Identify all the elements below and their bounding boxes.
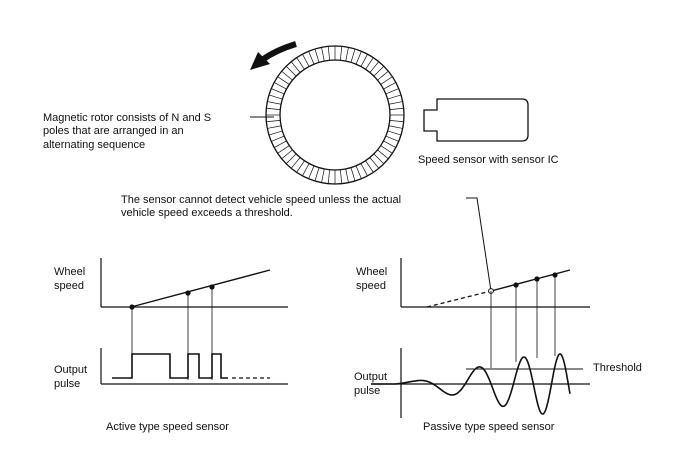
rotor-pole-tick [267, 125, 282, 129]
rotor-pole-tick [271, 88, 285, 95]
rotor-label-line-2: poles that are arranged in an [43, 125, 184, 137]
rotor-pole-tick [365, 160, 374, 173]
passive-wheel-label-1: Wheel [356, 266, 387, 278]
rotor-pole-tick [308, 165, 315, 179]
rotor-pole-tick [350, 48, 356, 63]
rotor-pole-tick [285, 65, 297, 77]
rotor-pole-tick [273, 82, 287, 90]
rotor-pole-tick [271, 135, 285, 142]
rotor-pole-tick [273, 140, 287, 148]
active-wheel-label-2: speed [54, 280, 84, 292]
passive-sine-waveform [371, 353, 571, 415]
rotor-pole-tick [383, 140, 397, 148]
threshold-note: The sensor cannot detect vehicle speed u… [121, 194, 401, 219]
rotor-pole-tick [387, 130, 402, 136]
active-output-label-2: pulse [54, 378, 80, 390]
active-caption: Active type speed sensor [106, 421, 229, 433]
speed-sensor-shape [423, 98, 529, 142]
rotor-pole-tick [345, 168, 349, 183]
rotor-pole-tick [360, 53, 368, 67]
rotor-pole-tick [268, 94, 283, 100]
passive-sensor-panel: Wheel speed Output pulse Threshold Passi… [354, 258, 642, 433]
rotor-pole-tick [385, 135, 399, 142]
rotor-pole-tick [385, 88, 399, 95]
active-output-label-1: Output [54, 364, 87, 376]
rotor-pole-tick [365, 57, 374, 70]
threshold-label: Threshold [593, 362, 642, 374]
rotor-pole-tick [302, 53, 310, 67]
rotor-pole-tick [314, 48, 320, 63]
passive-output-label-2: pulse [354, 385, 380, 397]
note-leader-line [466, 197, 492, 292]
rotor-pole-tick [388, 101, 403, 105]
rotor-label: Magnetic rotor consists of N and S poles… [43, 112, 211, 151]
rotor-label-line-3: alternating sequence [43, 139, 145, 151]
curved-rotation-arrow-icon [250, 41, 297, 70]
note-line-2: vehicle speed exceeds a threshold. [121, 207, 293, 219]
rotor-pole-tick [266, 120, 281, 123]
rotor-pole-tick [377, 70, 389, 81]
rotor-label-line-1: Magnetic rotor consists of N and S [43, 112, 211, 124]
rotor-pole-tick [387, 94, 402, 100]
sensor-label: Speed sensor with sensor IC [418, 154, 559, 166]
rotor-pole-tick [377, 149, 389, 160]
rotor-pole-tick [373, 153, 385, 165]
rotor-pole-tick [369, 61, 380, 73]
rotor-pole-tick [373, 65, 385, 77]
rotor-pole-tick [285, 153, 297, 165]
passive-output-label-1: Output [354, 371, 387, 383]
rotor-pole-tick [290, 61, 301, 73]
rotor-pole-tick [340, 169, 343, 184]
active-pulse-waveform [112, 353, 228, 379]
rotor-pole-tick [281, 149, 293, 160]
rotor-pole-tick [321, 168, 325, 183]
active-wheel-label-1: Wheel [54, 266, 85, 278]
passive-wheel-label-2: speed [356, 280, 386, 292]
rotor-pole-tick [302, 163, 310, 177]
passive-speed-dashed [426, 290, 492, 308]
rotor-pole-tick [380, 76, 393, 85]
note-line-1: The sensor cannot detect vehicle speed u… [121, 194, 401, 206]
active-speed-line [130, 269, 271, 308]
rotor-pole-tick [321, 47, 325, 62]
passive-caption: Passive type speed sensor [423, 421, 555, 433]
rotor-pole-tick [389, 107, 404, 110]
rotor-pole-tick [355, 51, 362, 65]
rotor-pole-ticks [266, 46, 404, 184]
rotor-pole-tick [360, 163, 368, 177]
rotor-pole-tick [383, 82, 397, 90]
rotor-pole-tick [327, 46, 330, 61]
rotor-pole-tick [296, 57, 305, 70]
rotor-pole-tick [268, 130, 283, 136]
rotor-pole-tick [345, 47, 349, 62]
rotor-pole-tick [277, 76, 290, 85]
rotor-pole-tick [296, 160, 305, 173]
rotor-pole-tick [277, 145, 290, 154]
active-sensor-panel: Wheel speed Output pulse Active type spe… [54, 258, 288, 433]
rotor-pole-tick [266, 107, 281, 110]
rotor-pole-tick [380, 145, 393, 154]
rotor-pole-tick [308, 51, 315, 65]
rotor-pole-tick [355, 165, 362, 179]
passive-speed-line [490, 269, 571, 292]
rotor-pole-tick [350, 167, 356, 182]
rotor-pole-tick [388, 125, 403, 129]
rotor-pole-tick [389, 120, 404, 123]
rotor-pole-tick [267, 101, 282, 105]
rotor-pole-tick [314, 167, 320, 182]
rotor-pole-tick [281, 70, 293, 81]
rotor-pole-tick [369, 157, 380, 169]
rotor-pole-tick [340, 46, 343, 61]
magnetic-rotor [265, 45, 405, 185]
rotor-pole-tick [290, 157, 301, 169]
rotor-pole-tick [327, 169, 330, 184]
